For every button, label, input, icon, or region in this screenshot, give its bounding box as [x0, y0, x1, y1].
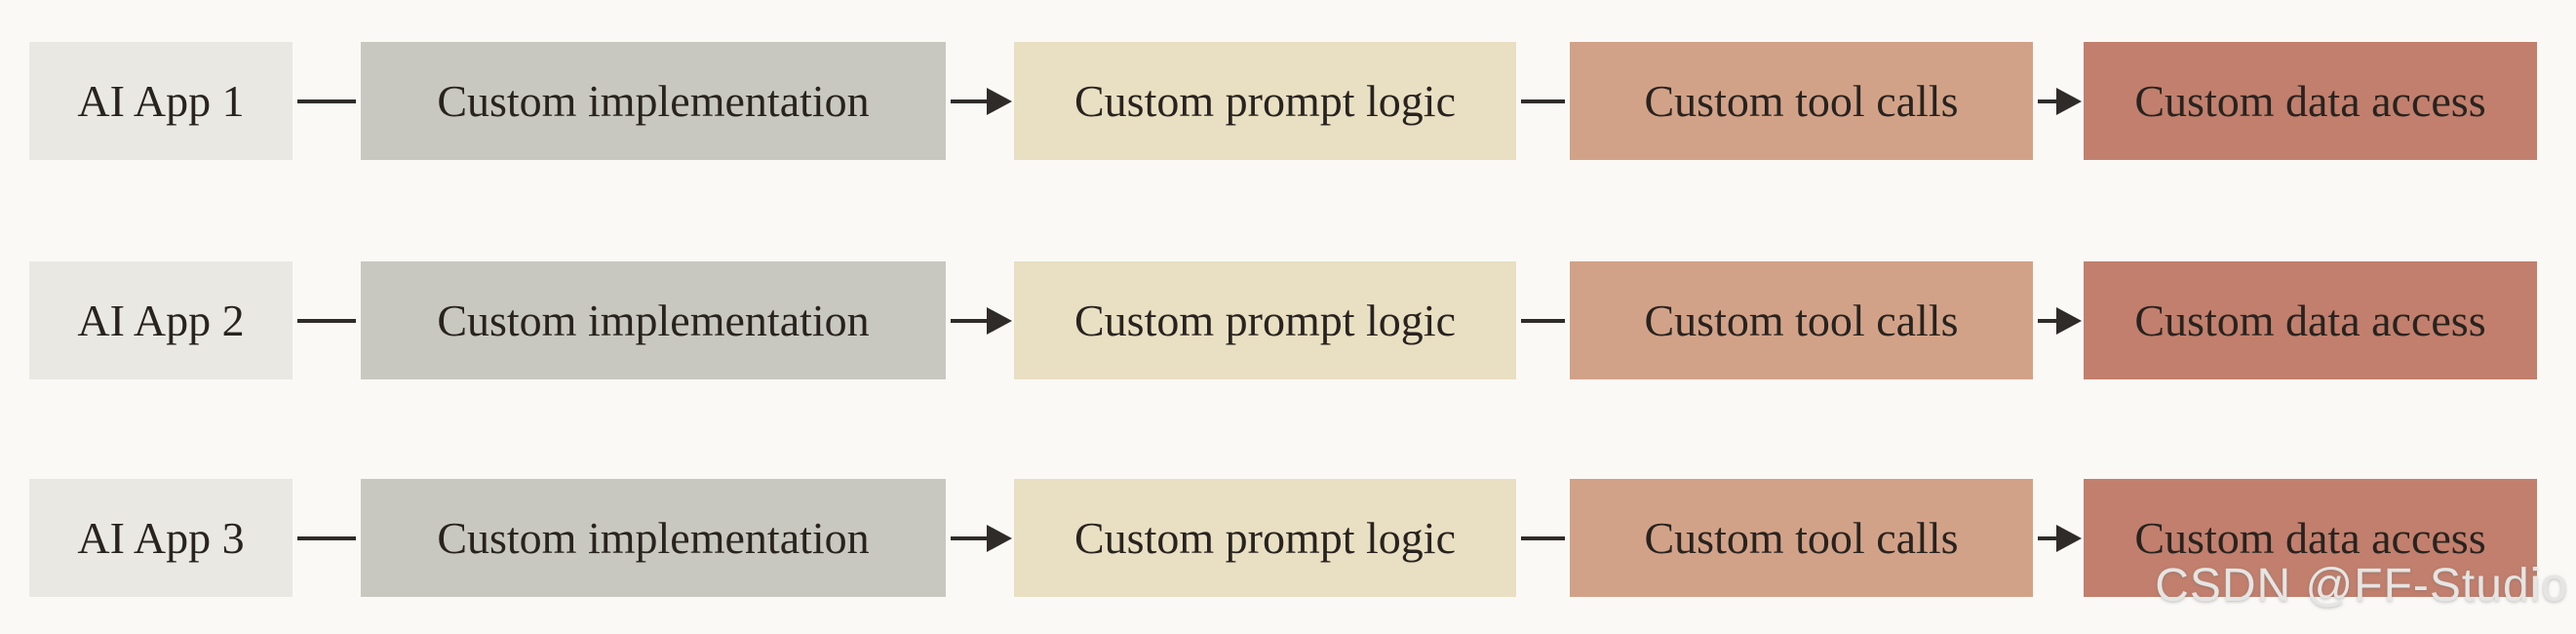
- connector-line-segment: [1521, 318, 1565, 323]
- node-custom-data-access-1: Custom data access: [2084, 42, 2537, 160]
- node-custom-tool-calls-3: Custom tool calls: [1570, 479, 2033, 597]
- connector-line: [1516, 42, 1570, 160]
- connector-arrow: [2033, 479, 2084, 597]
- connector-line-segment: [951, 535, 987, 540]
- node-ai-app-2: AI App 2: [29, 261, 293, 379]
- connector-line: [1516, 479, 1570, 597]
- node-custom-implementation-3: Custom implementation: [361, 479, 946, 597]
- pipeline-row-2: AI App 2 Custom implementation Custom pr…: [29, 261, 2576, 379]
- connector-line-segment: [951, 99, 987, 103]
- connector-line-segment: [1521, 535, 1565, 540]
- connector-line-segment: [951, 318, 987, 323]
- connector-line-segment: [1521, 99, 1565, 103]
- connector-arrow: [2033, 261, 2084, 379]
- pipeline-row-1: AI App 1 Custom implementation Custom pr…: [29, 42, 2576, 160]
- node-custom-tool-calls-2: Custom tool calls: [1570, 261, 2033, 379]
- connector-line-segment: [2038, 99, 2056, 103]
- connector-arrow: [946, 42, 1014, 160]
- connector-arrow: [946, 479, 1014, 597]
- connector-line-segment: [297, 318, 356, 323]
- node-custom-implementation-1: Custom implementation: [361, 42, 946, 160]
- node-custom-prompt-logic-3: Custom prompt logic: [1014, 479, 1516, 597]
- arrowhead-right-icon: [987, 524, 1012, 552]
- connector-line: [293, 261, 361, 379]
- arrowhead-right-icon: [2056, 306, 2082, 335]
- connector-line-segment: [297, 99, 356, 103]
- node-custom-implementation-2: Custom implementation: [361, 261, 946, 379]
- connector-line-segment: [2038, 318, 2056, 323]
- connector-arrow: [2033, 42, 2084, 160]
- connector-arrow: [946, 261, 1014, 379]
- node-custom-prompt-logic-1: Custom prompt logic: [1014, 42, 1516, 160]
- pipeline-row-3: AI App 3 Custom implementation Custom pr…: [29, 479, 2576, 597]
- node-custom-tool-calls-1: Custom tool calls: [1570, 42, 2033, 160]
- arrowhead-right-icon: [2056, 524, 2082, 552]
- connector-line: [293, 42, 361, 160]
- connector-line: [1516, 261, 1570, 379]
- connector-line: [293, 479, 361, 597]
- connector-line-segment: [297, 535, 356, 540]
- node-custom-prompt-logic-2: Custom prompt logic: [1014, 261, 1516, 379]
- node-ai-app-3: AI App 3: [29, 479, 293, 597]
- node-ai-app-1: AI App 1: [29, 42, 293, 160]
- connector-line-segment: [2038, 535, 2056, 540]
- node-custom-data-access-2: Custom data access: [2084, 261, 2537, 379]
- watermark: CSDN @FF-Studio: [2155, 560, 2568, 612]
- arrowhead-right-icon: [987, 306, 1012, 335]
- arrowhead-right-icon: [987, 87, 1012, 115]
- node-custom-data-access-3: Custom data access: [2084, 479, 2537, 597]
- arrowhead-right-icon: [2056, 87, 2082, 115]
